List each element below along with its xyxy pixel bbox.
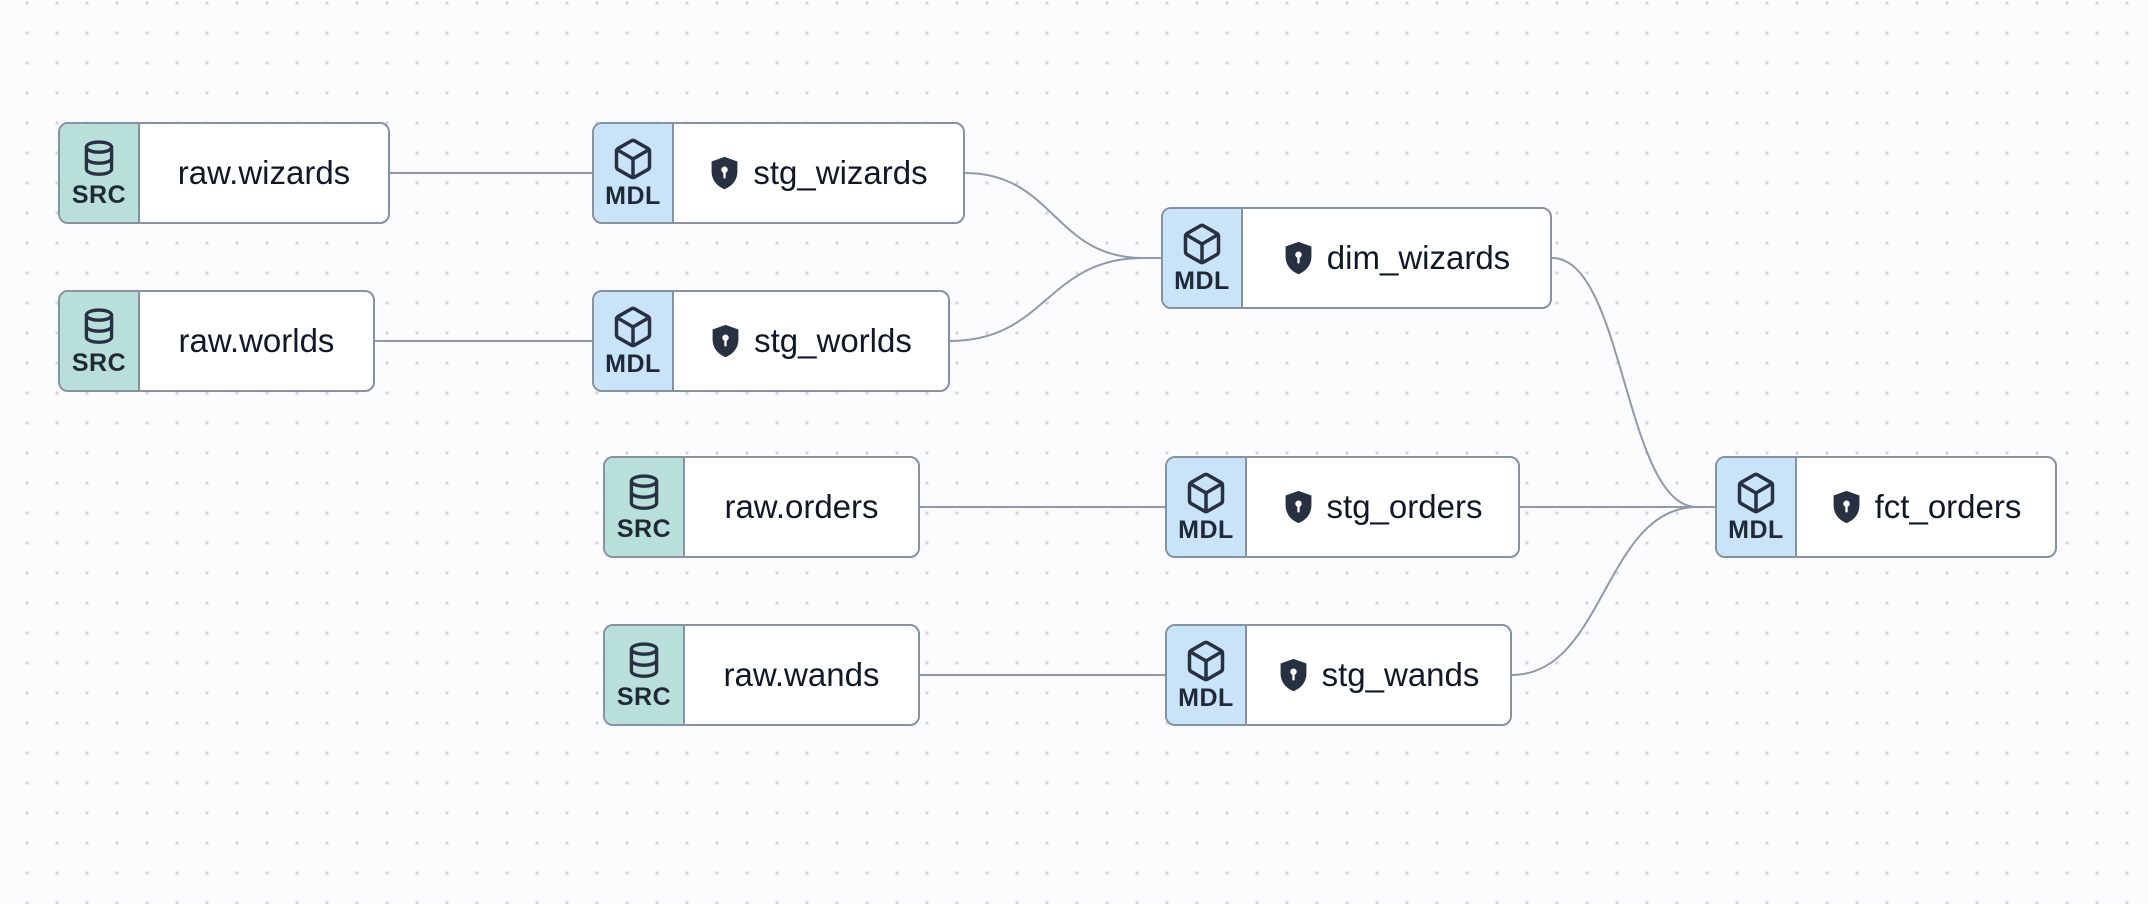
node-type-badge: SRC	[60, 124, 140, 222]
node-raw-worlds[interactable]: SRC raw.worlds	[58, 290, 375, 392]
node-raw-wizards[interactable]: SRC raw.wizards	[58, 122, 390, 224]
node-stg-wands[interactable]: MDL stg_wands	[1165, 624, 1512, 726]
node-stg-orders[interactable]: MDL stg_orders	[1165, 456, 1520, 558]
node-label: stg_wizards	[753, 154, 928, 191]
node-type-label: SRC	[71, 181, 127, 209]
cube-icon	[1184, 471, 1228, 515]
node-type-label: MDL	[605, 182, 661, 210]
node-type-label: SRC	[616, 515, 672, 543]
node-label: stg_orders	[1326, 488, 1483, 525]
shield-lock-icon	[1283, 240, 1314, 276]
database-icon	[623, 640, 665, 682]
node-label-area: raw.wizards	[140, 124, 388, 222]
edge-stg-wizards-to-dim-wizards	[964, 172, 1162, 259]
node-raw-wands[interactable]: SRC raw.wands	[603, 624, 920, 726]
node-label-area: raw.wands	[685, 626, 918, 724]
node-label: dim_wizards	[1326, 239, 1511, 276]
node-label: raw.wizards	[177, 154, 351, 191]
node-label-area: fct_orders	[1797, 458, 2055, 556]
node-label: stg_wands	[1321, 656, 1480, 693]
node-label-area: dim_wizards	[1243, 209, 1550, 307]
node-label-area: stg_orders	[1247, 458, 1518, 556]
node-type-badge: MDL	[594, 124, 674, 222]
node-type-badge: MDL	[1163, 209, 1243, 307]
shield-lock-icon	[1283, 489, 1314, 525]
node-stg-worlds[interactable]: MDL stg_worlds	[592, 290, 950, 392]
node-type-badge: MDL	[1167, 458, 1247, 556]
database-icon	[78, 138, 120, 180]
edge-stg-wands-to-fct-orders	[1511, 506, 1716, 676]
node-label-area: stg_wands	[1247, 626, 1510, 724]
node-label-area: raw.worlds	[140, 292, 373, 390]
node-type-badge: SRC	[60, 292, 140, 390]
node-fct-orders[interactable]: MDL fct_orders	[1715, 456, 2057, 558]
node-type-label: SRC	[616, 683, 672, 711]
node-label-area: raw.orders	[685, 458, 918, 556]
node-label: stg_worlds	[754, 322, 912, 359]
cube-icon	[611, 137, 655, 181]
shield-lock-icon	[709, 155, 740, 191]
node-label: raw.orders	[724, 488, 879, 525]
cube-icon	[1734, 471, 1778, 515]
node-type-label: MDL	[1178, 684, 1234, 712]
node-label-area: stg_wizards	[674, 124, 963, 222]
node-type-label: MDL	[1178, 516, 1234, 544]
node-type-badge: SRC	[605, 458, 685, 556]
node-type-badge: MDL	[1717, 458, 1797, 556]
shield-lock-icon	[710, 323, 741, 359]
node-type-label: MDL	[605, 350, 661, 378]
edge-stg-worlds-to-dim-wizards	[949, 257, 1162, 342]
node-dim-wizards[interactable]: MDL dim_wizards	[1161, 207, 1552, 309]
node-type-label: SRC	[71, 349, 127, 377]
node-type-badge: MDL	[594, 292, 674, 390]
shield-lock-icon	[1278, 657, 1309, 693]
node-label: fct_orders	[1874, 488, 2022, 525]
node-label: raw.worlds	[178, 322, 335, 359]
shield-lock-icon	[1831, 489, 1862, 525]
cube-icon	[1184, 639, 1228, 683]
node-type-badge: MDL	[1167, 626, 1247, 724]
database-icon	[78, 306, 120, 348]
node-raw-orders[interactable]: SRC raw.orders	[603, 456, 920, 558]
database-icon	[623, 472, 665, 514]
edge-dim-wizards-to-fct-orders	[1551, 257, 1716, 508]
node-label: raw.wands	[723, 656, 880, 693]
cube-icon	[611, 305, 655, 349]
node-type-label: MDL	[1728, 516, 1784, 544]
node-stg-wizards[interactable]: MDL stg_wizards	[592, 122, 965, 224]
node-type-badge: SRC	[605, 626, 685, 724]
cube-icon	[1180, 222, 1224, 266]
node-type-label: MDL	[1174, 267, 1230, 295]
node-label-area: stg_worlds	[674, 292, 948, 390]
